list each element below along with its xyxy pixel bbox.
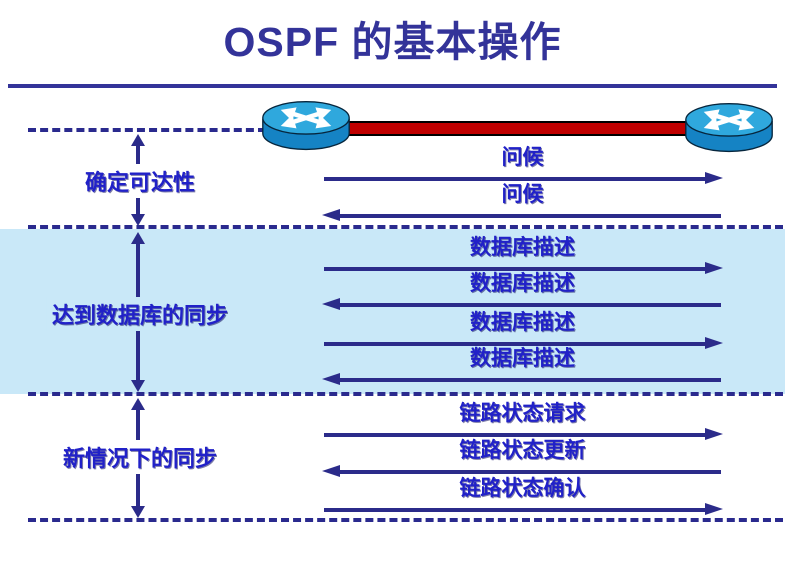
- page-title: OSPF 的基本操作: [223, 19, 562, 65]
- arrow-shaft: [324, 508, 707, 512]
- arrow-shaft: [338, 303, 721, 307]
- arrow-head: [322, 465, 340, 477]
- message-arrow: [322, 298, 723, 311]
- phase-separator-1: [28, 225, 783, 229]
- arrow-head: [705, 262, 723, 274]
- arrow-up-head: [131, 134, 145, 146]
- message-row: 数据库描述: [322, 311, 723, 350]
- arrow-head: [322, 373, 340, 385]
- router-icon: [685, 103, 773, 153]
- message-arrow: [322, 337, 723, 350]
- arrow-shaft: [324, 433, 707, 437]
- message-label: 链路状态请求: [459, 402, 586, 425]
- arrow-down-head: [131, 380, 145, 392]
- message-row: 链路状态更新: [322, 439, 723, 478]
- arrow-shaft: [338, 214, 721, 218]
- message-label: 数据库描述: [470, 272, 575, 295]
- arrow-shaft: [338, 470, 721, 474]
- message-label: 数据库描述: [470, 236, 575, 259]
- phase-separator-2: [28, 392, 783, 396]
- title-divider: [8, 84, 777, 88]
- phase-label: 新情况下的同步: [57, 440, 223, 474]
- router-link: [344, 121, 696, 136]
- arrow-shaft: [324, 342, 707, 346]
- phase-separator-top: [28, 128, 266, 132]
- phase-label: 达到数据库的同步: [46, 297, 234, 331]
- message-label: 数据库描述: [470, 347, 575, 370]
- arrow-up-head: [131, 398, 145, 410]
- message-arrow: [322, 373, 723, 386]
- router-icon: [262, 101, 350, 151]
- message-arrow: [322, 172, 723, 185]
- arrow-shaft: [324, 177, 707, 181]
- message-row: 数据库描述: [322, 347, 723, 386]
- arrow-shaft: [338, 378, 721, 382]
- message-row: 链路状态请求: [322, 402, 723, 441]
- message-label: 数据库描述: [470, 311, 575, 334]
- message-row: 链路状态确认: [322, 477, 723, 516]
- message-arrow: [322, 209, 723, 222]
- message-row: 问候: [322, 183, 723, 222]
- message-row: 数据库描述: [322, 236, 723, 275]
- arrow-down-head: [131, 214, 145, 226]
- message-label: 问候: [501, 183, 544, 206]
- message-arrow: [322, 465, 723, 478]
- message-arrow: [322, 262, 723, 275]
- arrow-shaft: [324, 267, 707, 271]
- message-row: 数据库描述: [322, 272, 723, 311]
- message-label: 问候: [501, 146, 544, 169]
- message-row: 问候: [322, 146, 723, 185]
- phase-label: 确定可达性: [79, 164, 201, 198]
- arrow-down-head: [131, 506, 145, 518]
- arrow-head: [705, 337, 723, 349]
- arrow-head: [322, 298, 340, 310]
- arrow-head: [705, 503, 723, 515]
- message-label: 链路状态更新: [459, 439, 586, 462]
- arrow-head: [322, 209, 340, 221]
- arrow-head: [705, 428, 723, 440]
- message-label: 链路状态确认: [459, 477, 586, 500]
- arrow-up-head: [131, 232, 145, 244]
- phase-separator-bottom: [28, 518, 783, 522]
- message-arrow: [322, 428, 723, 441]
- arrow-head: [705, 172, 723, 184]
- message-arrow: [322, 503, 723, 516]
